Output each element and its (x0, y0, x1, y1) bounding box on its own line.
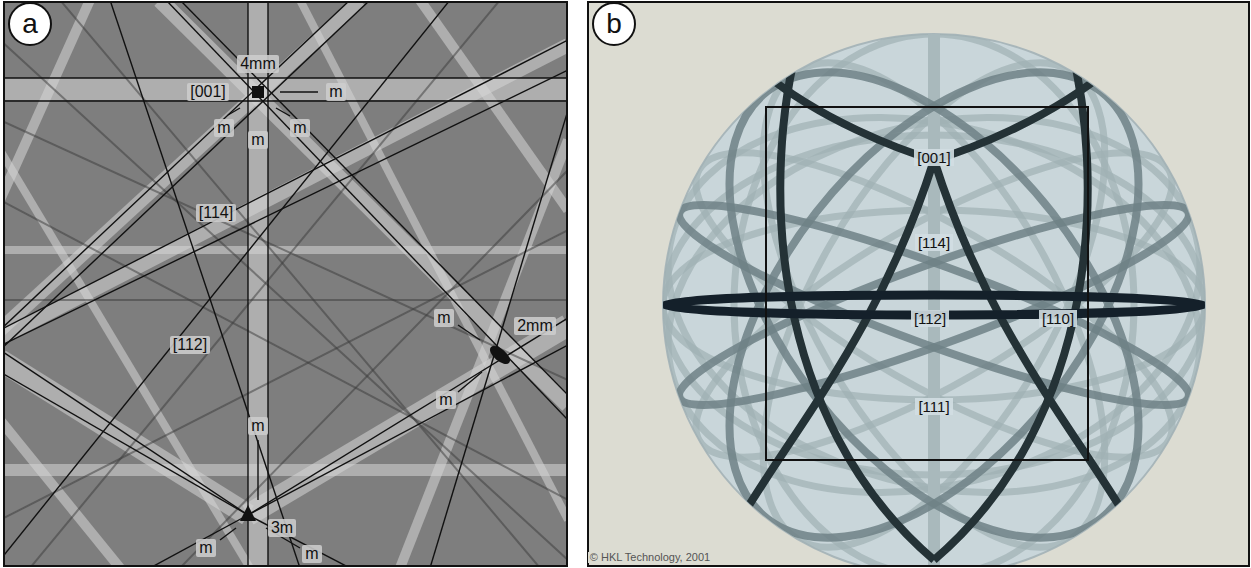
sphere-projection (588, 2, 1249, 566)
mirror-label: m (326, 83, 345, 101)
pole-label: [001] (187, 83, 229, 101)
pole-label: [110] (1039, 310, 1077, 327)
mirror-label: m (248, 417, 267, 435)
copyright-note: © HKL Technology, 2001 (588, 552, 712, 563)
symmetry-label: 2mm (514, 317, 556, 335)
panel-letter: a (8, 2, 52, 46)
kikuchi-pattern (4, 2, 567, 566)
mirror-label: m (436, 391, 455, 409)
mirror-label: m (290, 119, 309, 137)
mirror-label: m (196, 539, 215, 557)
pole-label: [001] (914, 149, 953, 166)
mirror-label: m (434, 309, 453, 327)
mirror-label: m (214, 119, 233, 137)
panel-letter-text: b (606, 10, 622, 38)
symmetry-label: 3m (268, 519, 296, 537)
mirror-label: m (248, 131, 267, 149)
pole-label: [114] (915, 234, 953, 251)
pole-label: [114] (196, 204, 236, 222)
panel-letter-text: a (22, 10, 38, 38)
pole-label: [112] (911, 310, 949, 327)
pole-label: [111] (915, 398, 952, 415)
mirror-label: m (302, 545, 321, 563)
symmetry-label: 4mm (237, 55, 279, 73)
pole-label: [112] (170, 336, 210, 354)
panel-letter: b (592, 2, 636, 46)
